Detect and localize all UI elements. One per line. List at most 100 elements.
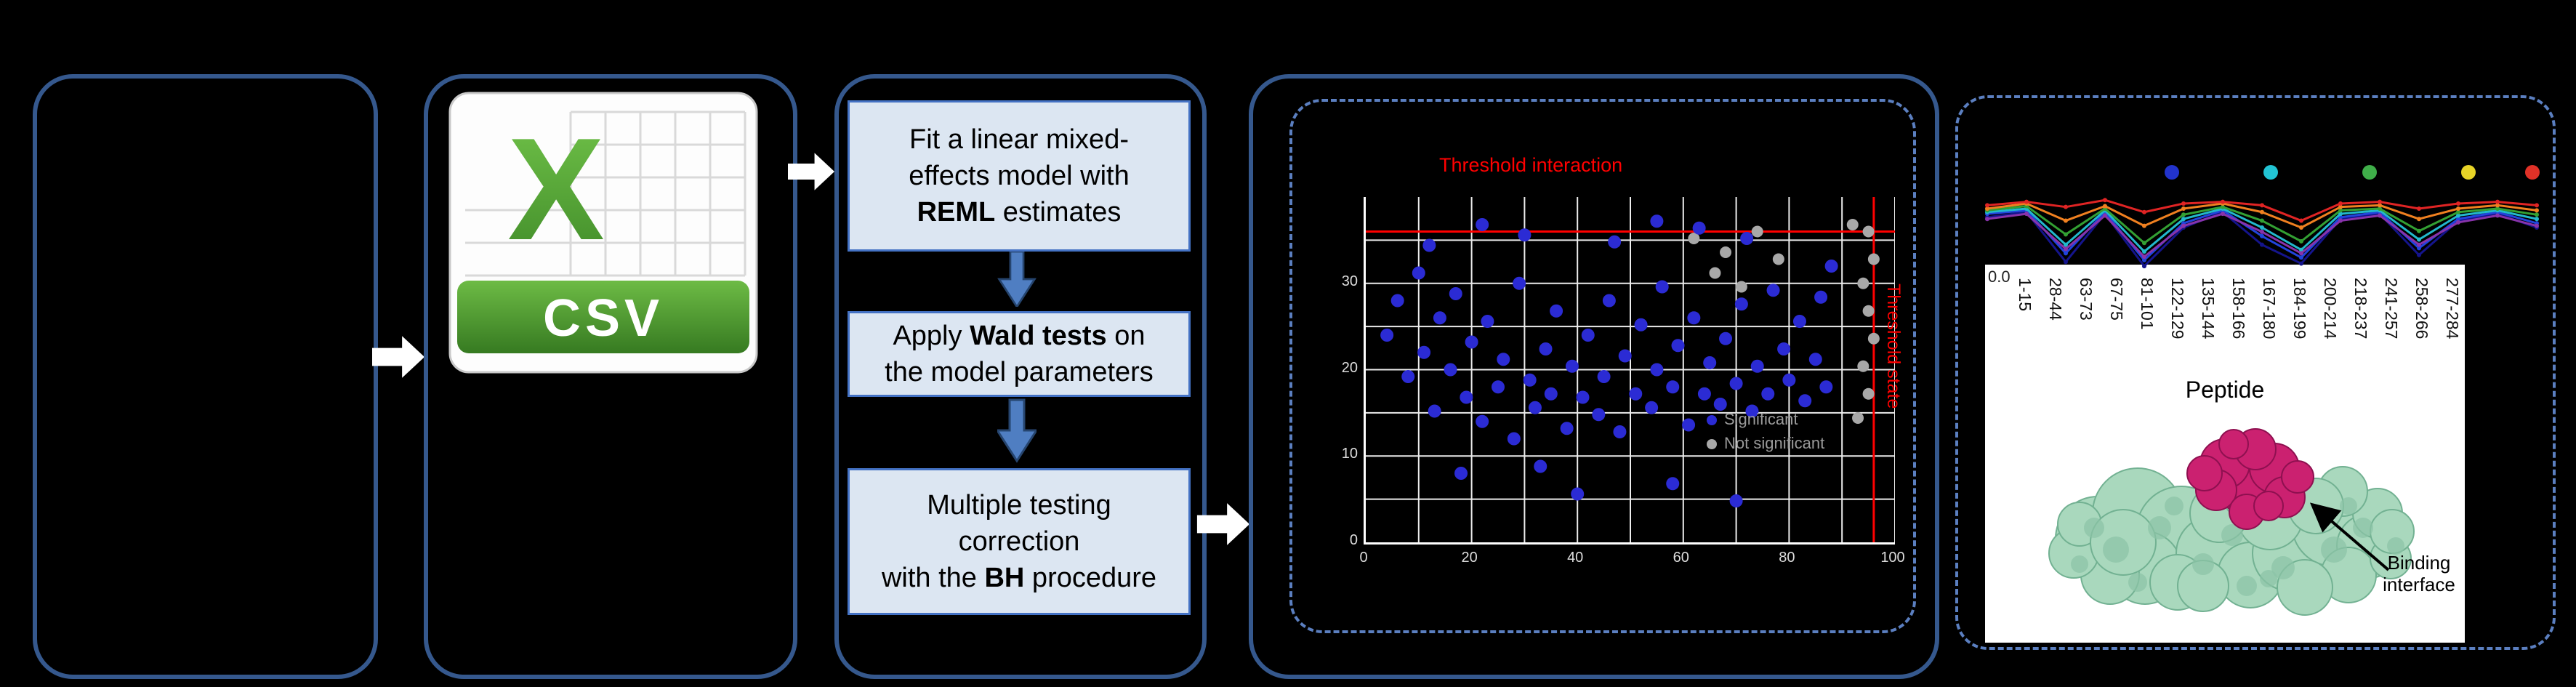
scatter-point-blue: [1761, 387, 1775, 401]
uptake-point: [2024, 212, 2029, 217]
peptide-label: 63-73: [2077, 278, 2096, 321]
scatter-point-gray: [1735, 281, 1747, 293]
threshold-state-label: Threshold state: [1883, 284, 1904, 409]
x-tick-label: 0: [1359, 550, 1368, 566]
peptide-axis-label: Peptide: [2185, 377, 2265, 403]
uptake-point: [2535, 203, 2539, 208]
uptake-point: [2417, 228, 2421, 233]
scatter-point-gray: [1688, 233, 1700, 244]
uptake-point: [2417, 237, 2421, 242]
uptake-point: [2260, 209, 2264, 214]
structure-blob-shade: [2148, 516, 2171, 539]
scatter-point-blue: [1729, 494, 1743, 507]
x-tick-label: 80: [1779, 550, 1795, 566]
uptake-point: [2378, 206, 2382, 212]
uptake-point: [2103, 204, 2107, 209]
down-arrow-icon: [997, 398, 1037, 463]
step-bh-correction: Multiple testing correction with the BH …: [848, 468, 1191, 615]
scatter-point-blue: [1534, 459, 1547, 473]
y-tick-label: 0: [1349, 532, 1358, 548]
step-fit-mixed-model: Fit a linear mixed- effects model with R…: [848, 100, 1191, 252]
uptake-point: [2456, 206, 2460, 212]
step-wald-tests: Apply Wald tests on the model parameters: [848, 311, 1191, 397]
uptake-point: [1985, 206, 1989, 212]
scatter-point-blue: [1824, 260, 1838, 273]
scatter-point-blue: [1703, 356, 1717, 369]
uptake-point: [2495, 203, 2500, 208]
output-plot-dashed-box: [1289, 99, 1916, 633]
csv-banner-label: CSV: [543, 289, 664, 347]
time-point-dot: [2362, 165, 2377, 180]
csv-file-icon: X CSV: [448, 92, 758, 374]
scatter-point-blue: [1550, 304, 1563, 318]
uptake-point: [2495, 213, 2500, 218]
scatter-point-blue: [1444, 363, 1457, 377]
scatter-point-blue: [1565, 359, 1579, 373]
structure-blob-magenta: [2218, 429, 2249, 459]
peptide-label: 277-284: [2443, 278, 2462, 340]
scatter-point-blue: [1507, 432, 1521, 446]
scatter-point-blue: [1454, 467, 1468, 480]
uptake-point: [2456, 209, 2460, 214]
uptake-point: [2181, 223, 2186, 228]
uptake-point: [2338, 218, 2343, 223]
structure-blob-shade: [2340, 497, 2357, 515]
structure-blob-shade: [2165, 497, 2183, 515]
uptake-point: [2338, 208, 2343, 213]
scatter-point-blue: [1740, 232, 1754, 245]
scatter-point-blue: [1719, 332, 1733, 345]
y-tick-label: 10: [1341, 446, 1358, 462]
scatter-point-gray: [1720, 246, 1732, 258]
uptake-point: [2456, 217, 2460, 222]
scatter-point-blue: [1777, 342, 1791, 355]
right-arrow-icon: [1196, 503, 1250, 545]
scatter-point-blue: [1634, 318, 1648, 332]
structure-blob-shade: [2071, 555, 2088, 573]
legend-row: Not significant: [1707, 431, 1824, 455]
scatter-point-blue: [1629, 387, 1643, 401]
uptake-point: [2064, 251, 2068, 256]
uptake-point: [2535, 208, 2539, 213]
x-tick-label: 40: [1567, 550, 1584, 566]
structure-blob-shade: [2387, 537, 2404, 555]
significance-scatter-plot: [1364, 197, 1895, 545]
structure-blob-magenta: [2186, 455, 2223, 491]
scatter-point-gray: [1862, 387, 1875, 400]
peptide-label: 158-166: [2229, 278, 2248, 340]
threshold-interaction-label: Threshold interaction: [1439, 154, 1623, 176]
scatter-point-gray: [1709, 267, 1721, 279]
scatter-point-blue: [1539, 342, 1553, 355]
legend-row: Significant: [1707, 407, 1824, 431]
step-text: Fit a linear mixed- effects model with R…: [909, 124, 1130, 228]
scatter-point-blue: [1798, 394, 1812, 408]
uptake-point: [2142, 257, 2146, 262]
scatter-point-blue: [1497, 353, 1510, 366]
uptake-point: [2024, 199, 2029, 204]
peptide-label: 122-129: [2168, 278, 2187, 340]
scatter-point-blue: [1433, 311, 1446, 325]
x-tick-label: 60: [1673, 550, 1689, 566]
uptake-point: [2456, 220, 2460, 225]
scatter-point-blue: [1390, 294, 1404, 308]
scatter-point-blue: [1476, 414, 1489, 428]
scatter-point-gray: [1852, 412, 1864, 424]
scatter-point-blue: [1745, 404, 1759, 418]
scatter-point-blue: [1417, 345, 1431, 359]
spreadsheet-grid: [465, 111, 746, 277]
uptake-point: [2221, 204, 2225, 209]
uptake-point: [2535, 217, 2539, 222]
time-point-dot: [2165, 165, 2179, 180]
scatter-point-blue: [1422, 238, 1436, 252]
uptake-point: [2299, 255, 2303, 260]
scatter-point-blue: [1792, 315, 1806, 328]
scatter-point-blue: [1608, 235, 1622, 249]
peptide-label: 184-199: [2290, 278, 2309, 340]
uptake-point: [2495, 199, 2500, 204]
scatter-point-gray: [1846, 219, 1859, 230]
uptake-point: [2181, 206, 2186, 212]
uptake-point: [2064, 232, 2068, 237]
scatter-point-blue: [1449, 287, 1462, 300]
uptake-point: [2456, 213, 2460, 218]
uptake-point: [2417, 206, 2421, 212]
scatter-point-blue: [1655, 280, 1669, 294]
